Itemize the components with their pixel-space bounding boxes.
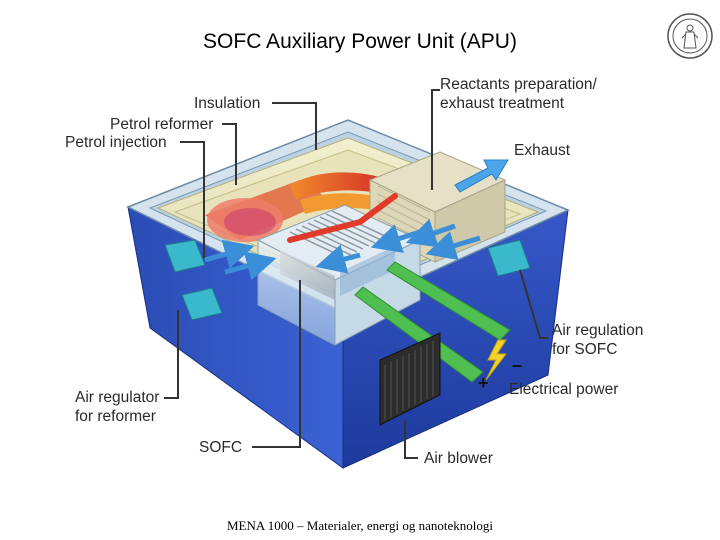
label-air-blower: Air blower xyxy=(424,449,493,468)
label-petrol-reformer: Petrol reformer xyxy=(110,115,213,134)
label-insulation: Insulation xyxy=(194,94,260,113)
slide-footer: MENA 1000 – Materialer, energi og nanote… xyxy=(0,518,720,534)
terminal-minus: – xyxy=(512,356,522,375)
label-reactants-line1: Reactants preparation/ xyxy=(440,75,597,94)
label-sofc: SOFC xyxy=(199,438,242,457)
label-electrical-power: Electrical power xyxy=(509,380,618,399)
label-reactants-line2: exhaust treatment xyxy=(440,94,564,113)
label-petrol-injection: Petrol injection xyxy=(65,133,167,152)
label-exhaust: Exhaust xyxy=(514,141,570,160)
label-air-regulation-line1: Air regulation xyxy=(552,321,643,340)
label-air-regulation-line2: for SOFC xyxy=(552,340,617,359)
terminal-plus: + xyxy=(478,374,489,393)
label-air-regulator-line1: Air regulator xyxy=(75,388,159,407)
label-air-regulator-line2: for reformer xyxy=(75,407,156,426)
